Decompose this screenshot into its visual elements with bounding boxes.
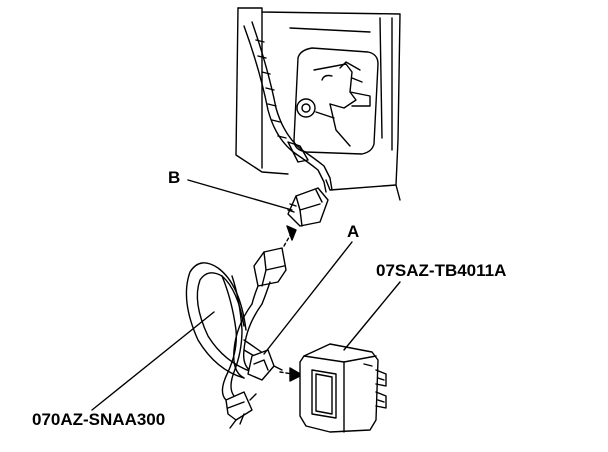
vehicle-wire-harness <box>243 21 333 193</box>
switch-opening <box>293 47 379 155</box>
leader-unit <box>343 281 401 351</box>
leader-b <box>187 179 293 211</box>
leader-harness <box>91 311 215 411</box>
connector-a <box>247 349 283 381</box>
vehicle-panel <box>235 7 401 201</box>
connection-arrow-upper <box>283 225 297 247</box>
unit-part-number-label: 07SAZ-TB4011A <box>376 261 507 280</box>
callout-a: A <box>347 222 360 241</box>
leader-a <box>263 241 353 355</box>
connection-arrow-lower <box>279 367 303 382</box>
harness-connector <box>251 247 287 305</box>
harness-part-number-label: 070AZ-SNAA300 <box>32 410 166 429</box>
callout-b: B <box>168 168 181 187</box>
connector-b <box>287 187 329 227</box>
control-unit <box>299 343 387 433</box>
coiled-harness-cable <box>185 262 265 401</box>
power-plug <box>225 391 257 429</box>
